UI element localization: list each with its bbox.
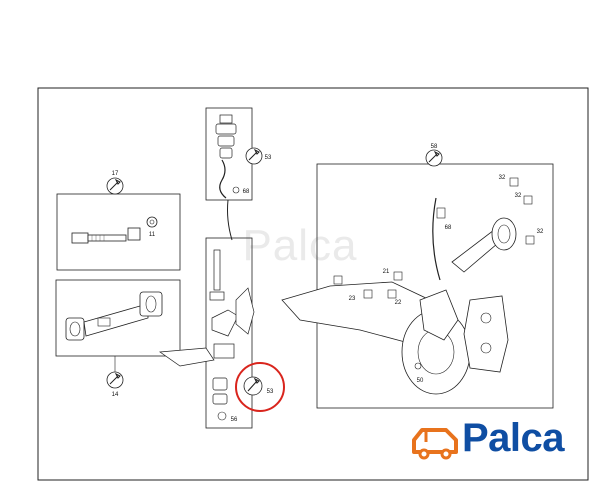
part-label-68-right: 68 <box>445 225 452 231</box>
hub-part <box>281 177 535 395</box>
strut-box <box>205 237 253 429</box>
callout-label: 53 <box>267 389 274 395</box>
callout-53-top: 53 <box>245 147 272 165</box>
wrench-callout-icon <box>425 149 443 167</box>
bolt-box <box>56 193 181 271</box>
palca-logo-text: Palca <box>462 416 565 460</box>
wrench-callout-icon <box>245 147 263 165</box>
watermark-text: Palca <box>242 221 357 270</box>
part-label-32-c: 32 <box>537 229 544 235</box>
shock-rod <box>227 199 233 241</box>
wrench-callout-icon <box>106 371 124 389</box>
part-label-56: 56 <box>231 417 238 423</box>
callout-label: 17 <box>112 171 119 177</box>
part-label-11: 11 <box>149 232 156 238</box>
part-label-32-a: 32 <box>499 175 506 181</box>
control-arm-part <box>65 291 163 341</box>
callout-label: 58 <box>431 144 438 150</box>
callout-53-bottom: 53 <box>243 376 274 396</box>
callout-label: 53 <box>265 155 272 161</box>
part-label-22: 22 <box>395 300 402 306</box>
shock-mount-part <box>215 114 240 199</box>
car-icon <box>412 428 458 460</box>
part-label-68: 68 <box>243 189 250 195</box>
lower-arm-link <box>159 347 215 367</box>
part-label-23: 23 <box>349 296 356 302</box>
diagram-frame <box>37 87 589 481</box>
bolt-part <box>71 216 158 244</box>
callout-17: 17 <box>106 171 124 195</box>
callout-label: 14 <box>112 392 119 398</box>
palca-logo <box>408 410 584 468</box>
red-highlight-circle <box>235 362 285 412</box>
control-arm-box <box>55 279 181 357</box>
strut-part <box>209 249 255 421</box>
callout-58: 58 <box>425 144 443 167</box>
part-label-50: 50 <box>417 378 424 384</box>
part-label-21: 21 <box>383 269 390 275</box>
wrench-callout-icon <box>106 177 124 195</box>
callout-14: 14 <box>106 371 124 398</box>
part-label-32-b: 32 <box>515 193 522 199</box>
